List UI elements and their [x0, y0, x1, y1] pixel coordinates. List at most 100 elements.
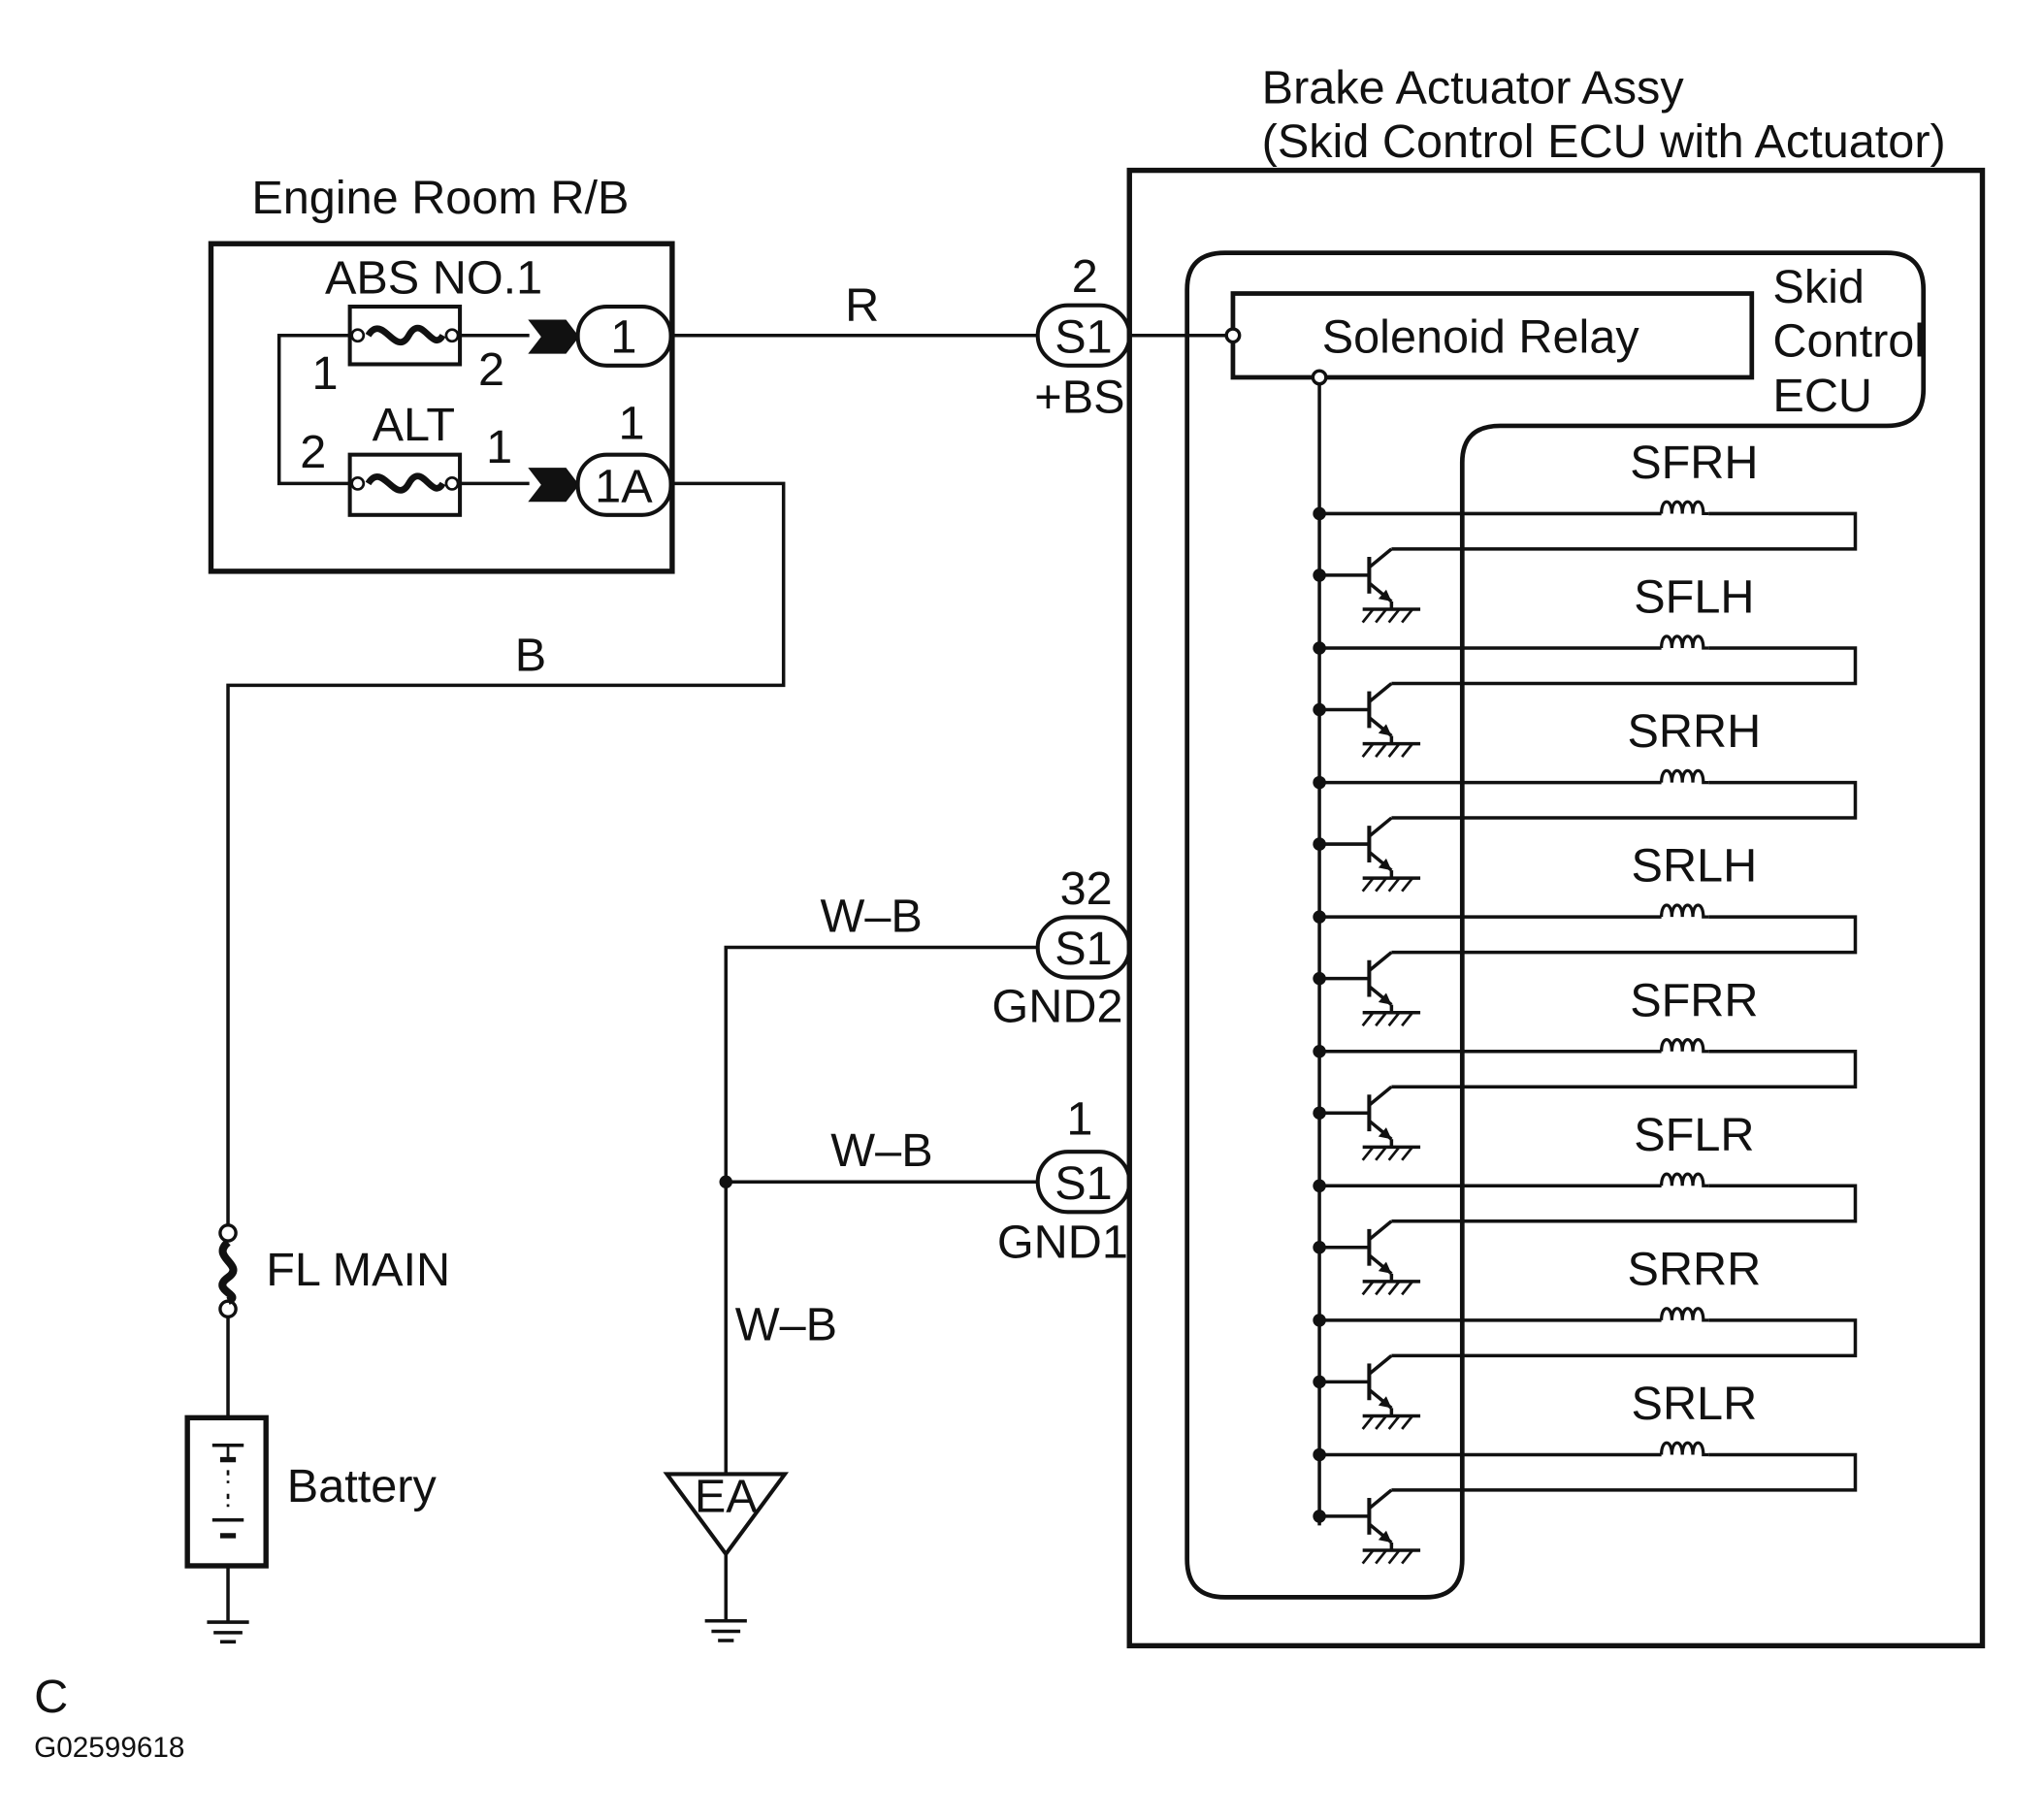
ground-hatch — [1375, 1011, 1388, 1027]
transistor-arrow — [1378, 724, 1392, 736]
terminal-gnd1-connector: S1 — [1054, 1157, 1112, 1210]
ground-hatch — [1387, 1146, 1401, 1161]
fuse-alt-icon — [347, 452, 463, 517]
wire-wb-gnd1-label: W–B — [830, 1124, 932, 1177]
solenoid-relay-label: Solenoid Relay — [1322, 310, 1640, 363]
ground-hatch — [1375, 1281, 1388, 1296]
coil-icon — [1659, 1172, 1709, 1187]
ground-icon — [704, 1618, 747, 1642]
wire-wb-ground-label: W–B — [735, 1299, 837, 1351]
wire-wb-gnd2-label: W–B — [821, 890, 923, 942]
fl-main-label: FL MAIN — [266, 1244, 450, 1296]
ground-hatch — [1361, 1414, 1375, 1430]
fusible-link-icon — [218, 1223, 238, 1319]
solenoid-return-wire — [1391, 511, 1858, 551]
transistor-arrow — [1378, 589, 1392, 601]
coil-icon — [1659, 1307, 1709, 1322]
connector-arrow-icon — [528, 468, 579, 503]
engine-room-box — [208, 241, 675, 574]
junction-dot — [1313, 1241, 1326, 1254]
solenoid-return-wire — [1391, 915, 1858, 955]
solenoid-label: SRRH — [1627, 705, 1761, 758]
actuator-box — [1126, 167, 1986, 1649]
transistor-collector — [1368, 1085, 1393, 1107]
junction-dot — [1313, 1179, 1326, 1193]
ground-hatch — [1361, 608, 1375, 624]
ecu-label-line1: Skid — [1772, 261, 1865, 313]
transistor-collector — [1368, 547, 1393, 569]
transistor-collector — [1368, 816, 1393, 838]
skid-control-ecu-outline — [1184, 250, 1927, 1600]
ground-hatch — [1401, 1414, 1414, 1430]
ground-hatch — [1401, 1549, 1414, 1565]
junction-dot — [1313, 1044, 1326, 1058]
junction-dot — [1313, 506, 1326, 521]
ground-hatch — [1387, 742, 1401, 758]
junction-dot — [1313, 1314, 1326, 1327]
ground-hatch — [1375, 1549, 1388, 1565]
solenoid-return-wire — [1391, 1318, 1858, 1358]
fuse-abs-label: ABS NO.1 — [325, 252, 542, 305]
transistor-arrow — [1378, 1530, 1392, 1543]
splice-point — [719, 1175, 733, 1189]
solenoid-return-wire — [1391, 1452, 1858, 1492]
transistor-arrow — [1378, 1396, 1392, 1409]
transistor-collector — [1368, 682, 1393, 703]
actuator-title-line1: Brake Actuator Assy — [1262, 62, 1685, 114]
ground-hatch — [1401, 608, 1414, 624]
junction-dot — [1313, 1447, 1326, 1462]
coil-icon — [1659, 500, 1709, 516]
terminal-gnd2-pin: 32 — [1060, 862, 1113, 915]
terminal-bs-name: +BS — [1034, 371, 1124, 423]
ground-hatch — [1375, 742, 1388, 758]
connector-1a-pin: 1 — [619, 397, 645, 449]
actuator-title-line2: (Skid Control ECU with Actuator) — [1262, 115, 1946, 168]
wire-r-label: R — [845, 279, 879, 332]
ground-hatch — [1387, 1549, 1401, 1565]
solenoid-return-wire — [1391, 780, 1858, 820]
ground-icon — [207, 1620, 249, 1644]
fuse-alt-pin-right: 1 — [486, 421, 512, 473]
ground-hatch — [1401, 1146, 1414, 1161]
ground-hatch — [1387, 1011, 1401, 1027]
terminal-bs-connector: S1 — [1054, 310, 1112, 363]
ground-hatch — [1401, 1011, 1414, 1027]
engine-room-title: Engine Room R/B — [251, 172, 629, 224]
solenoid-return-wire — [1391, 1184, 1858, 1223]
junction-dot — [1313, 702, 1326, 717]
solenoid-label: SRLR — [1632, 1378, 1758, 1430]
connector-1-label: 1 — [610, 310, 636, 363]
coil-icon — [1659, 1441, 1709, 1457]
ground-hatch — [1375, 1414, 1388, 1430]
ground-hatch — [1375, 608, 1388, 624]
ground-point-label: EA — [695, 1471, 758, 1523]
figure-code: G02599618 — [34, 1732, 184, 1764]
ground-hatch — [1401, 742, 1414, 758]
fuse-alt-label: ALT — [373, 399, 456, 451]
ground-hatch — [1387, 877, 1401, 893]
junction-dot — [1313, 569, 1326, 582]
junction-dot — [1313, 641, 1326, 655]
ground-hatch — [1361, 1011, 1375, 1027]
junction-dot — [1313, 1510, 1326, 1523]
junction-dot — [1313, 971, 1326, 986]
fuse-abs-pin-right: 2 — [478, 343, 504, 396]
fuse-alt-pin-left: 2 — [300, 426, 326, 478]
solenoid-return-wire — [1391, 646, 1858, 686]
transistor-collector — [1368, 1219, 1393, 1242]
ground-hatch — [1361, 1281, 1375, 1296]
solenoid-label: SRLH — [1632, 840, 1758, 893]
ground-hatch — [1375, 877, 1388, 893]
junction-dot — [1313, 910, 1326, 924]
junction-dot — [1313, 1375, 1326, 1389]
terminal-gnd2-connector: S1 — [1054, 923, 1112, 975]
transistor-arrow — [1378, 992, 1392, 1005]
ground-hatch — [1387, 1281, 1401, 1296]
ground-hatch — [1375, 1146, 1388, 1161]
coil-icon — [1659, 903, 1709, 919]
transistor-collector — [1368, 1353, 1393, 1376]
ground-hatch — [1387, 1414, 1401, 1430]
battery-label: Battery — [287, 1460, 438, 1512]
